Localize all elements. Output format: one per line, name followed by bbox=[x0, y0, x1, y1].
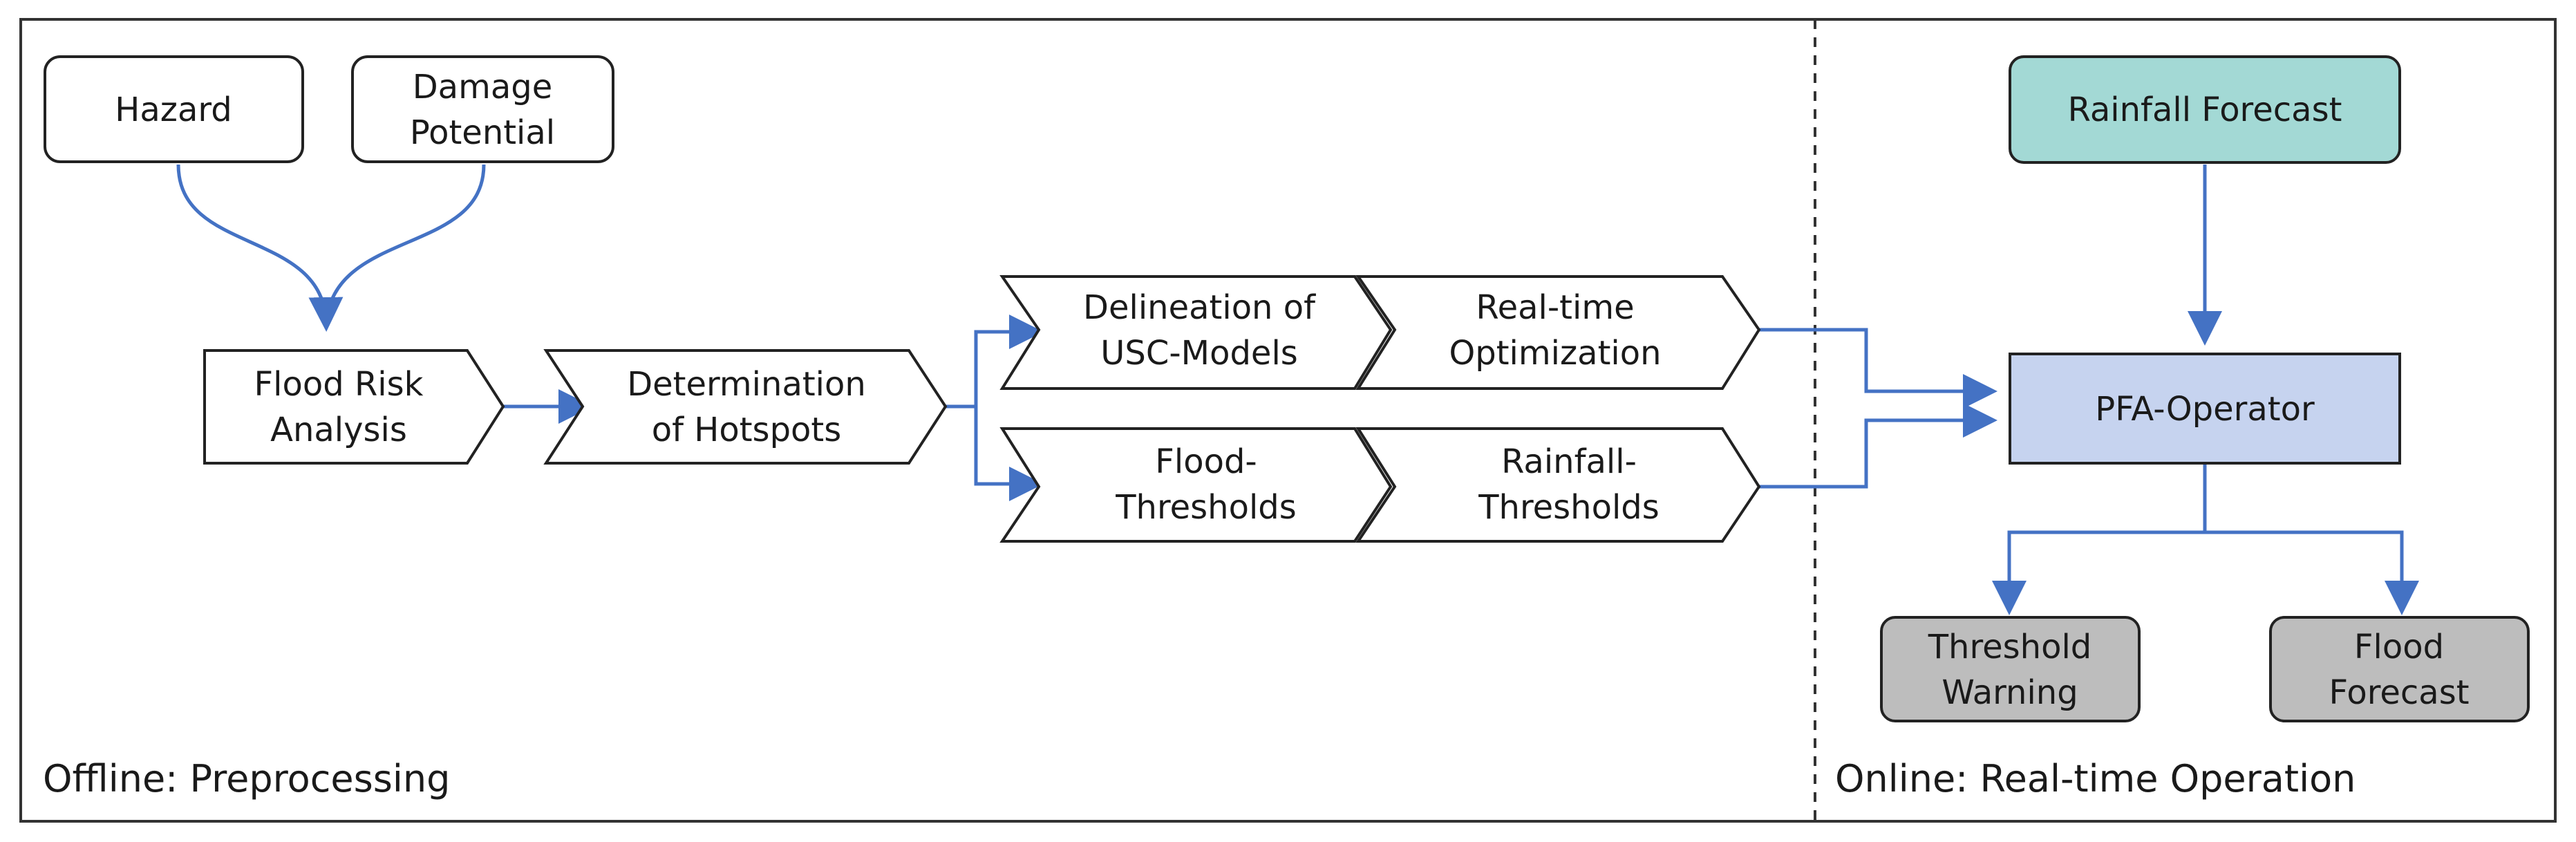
delineation-usc-shape bbox=[999, 275, 1393, 390]
flood-forecast-box bbox=[2269, 616, 2530, 722]
arrow-hazard-to-risk bbox=[176, 164, 344, 332]
rainfall-forecast-box bbox=[2009, 55, 2401, 164]
threshold-warning-box bbox=[1880, 616, 2141, 722]
determination-hotspots-label: Determination of Hotspots bbox=[627, 365, 866, 449]
label-line: Rainfall Forecast bbox=[2068, 91, 2342, 129]
label-line: Analysis bbox=[270, 411, 407, 449]
label-line: Flood Risk bbox=[254, 365, 424, 404]
label-line: Damage bbox=[413, 68, 553, 106]
connectors bbox=[176, 164, 2419, 615]
label-line: USC-Models bbox=[1100, 334, 1298, 373]
label-line: PFA-Operator bbox=[2095, 390, 2315, 429]
label-line: Thresholds bbox=[1115, 488, 1297, 527]
damage-potential-box bbox=[351, 55, 614, 163]
determination-hotspots-shape bbox=[543, 349, 948, 465]
label-line: Potential bbox=[410, 113, 555, 152]
label-line: Real-time bbox=[1476, 288, 1634, 327]
delineation-usc-label: Delineation of USC-Models bbox=[1083, 288, 1316, 373]
flood-risk-analysis-shape bbox=[203, 349, 505, 465]
label-line: Thresholds bbox=[1478, 488, 1660, 527]
rainfall-forecast-label: Rainfall Forecast bbox=[2068, 91, 2342, 129]
realtime-optimization-shape bbox=[1355, 275, 1761, 390]
arrow-damage-to-risk bbox=[324, 164, 486, 326]
label-line: Forecast bbox=[2329, 673, 2469, 712]
label-line: Threshold bbox=[1928, 628, 2092, 666]
flood-thresholds-label: Flood- Thresholds bbox=[1115, 442, 1297, 527]
arrow-optimization-to-pfa bbox=[1759, 328, 1997, 409]
label-line: Flood bbox=[2354, 628, 2444, 666]
rainfall-thresholds-label: Rainfall- Thresholds bbox=[1478, 442, 1660, 527]
flood-thresholds-shape bbox=[999, 427, 1393, 543]
label-line: Determination bbox=[627, 365, 866, 404]
label-line: Optimization bbox=[1449, 334, 1661, 373]
hazard-box bbox=[44, 55, 304, 163]
label-line: of Hotspots bbox=[652, 411, 841, 449]
label-line: Flood- bbox=[1155, 442, 1257, 481]
pfa-operator-label: PFA-Operator bbox=[2095, 390, 2315, 429]
hazard-label: Hazard bbox=[115, 91, 232, 129]
arrow-hotspots-to-flood-thresholds bbox=[974, 406, 1044, 501]
online-section-label: Online: Real-time Operation bbox=[1835, 757, 2356, 801]
pfa-operator-box bbox=[2009, 353, 2401, 465]
arrow-hotspots-to-usc bbox=[946, 315, 1044, 409]
label-line: Rainfall- bbox=[1501, 442, 1637, 481]
rainfall-thresholds-shape bbox=[1355, 427, 1761, 543]
arrow-pfa-to-flood-forecast bbox=[2205, 530, 2419, 615]
label-line: Warning bbox=[1942, 673, 2078, 712]
offline-section-label: Offline: Preprocessing bbox=[43, 757, 450, 801]
label-line: Hazard bbox=[115, 91, 232, 129]
arrow-pfa-to-threshold-warning bbox=[1992, 463, 2207, 615]
label-line: Delineation of bbox=[1083, 288, 1316, 327]
arrow-rainfall-thresholds-to-pfa bbox=[1759, 403, 1997, 489]
